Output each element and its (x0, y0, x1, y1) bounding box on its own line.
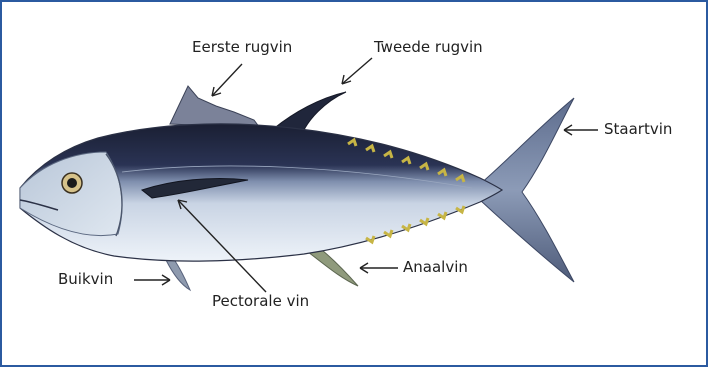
fish-head (20, 152, 122, 236)
leader-first-dorsal (212, 64, 242, 96)
leader-second-dorsal (342, 58, 372, 84)
label-caudal-fin: Staartvin (604, 122, 672, 137)
eye-pupil (67, 178, 77, 188)
label-pectoral-fin: Pectorale vin (212, 294, 309, 309)
label-first-dorsal-fin: Eerste rugvin (192, 40, 292, 55)
label-anal-fin: Anaalvin (403, 260, 468, 275)
label-second-dorsal-fin: Tweede rugvin (374, 40, 483, 55)
label-ventral-fin: Buikvin (58, 272, 113, 287)
